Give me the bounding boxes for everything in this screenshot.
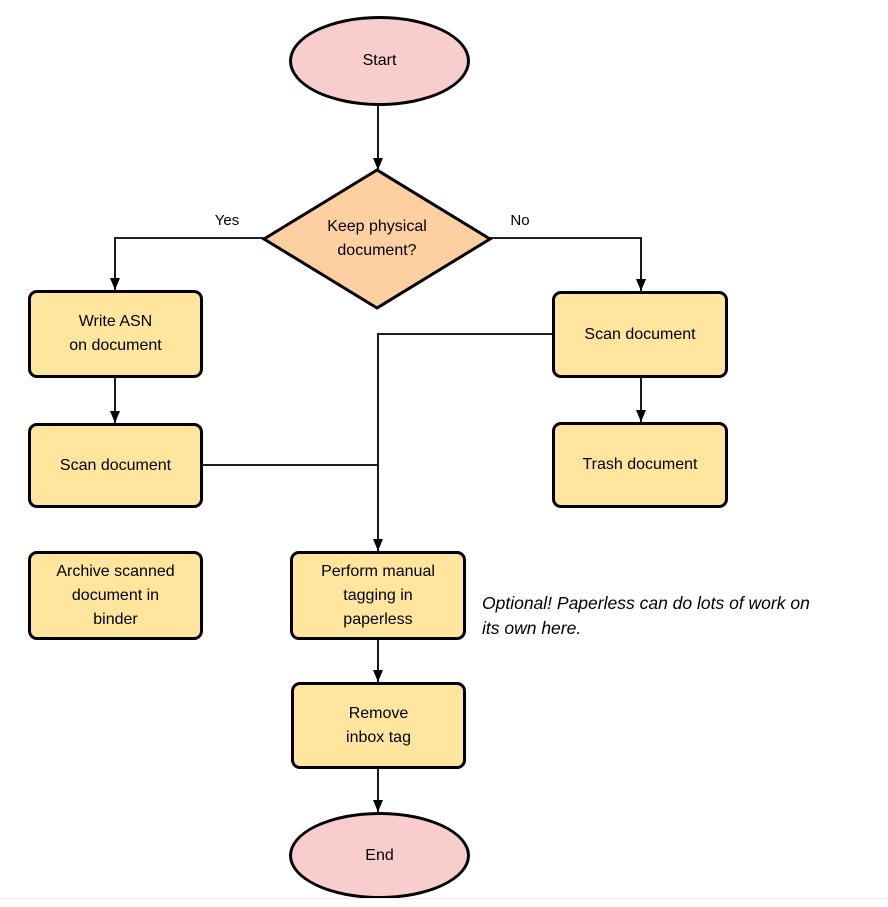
- node-remove-inbox: Remove inbox tag: [291, 682, 466, 769]
- edge-scan-right-to-tagging: [373, 333, 552, 551]
- node-scan-left-label: Scan document: [59, 456, 172, 474]
- node-write-asn-label: Write ASN on document: [69, 313, 162, 354]
- node-tagging-label: Perform manual tagging in paperless: [321, 562, 435, 628]
- edge-decision-no-to-scan-right: [490, 237, 646, 291]
- node-scan-right: Scan document: [552, 291, 728, 378]
- node-start: Start: [289, 16, 470, 106]
- edge-decision-yes-to-write-asn: [110, 237, 264, 290]
- node-write-asn: Write ASN on document: [28, 290, 203, 378]
- node-tagging: Perform manual tagging in paperless: [290, 551, 466, 640]
- node-trash-label: Trash document: [582, 456, 698, 473]
- node-archive-label: Archive scanned document in binder: [56, 562, 175, 628]
- node-scan-left: Scan document: [28, 423, 203, 508]
- node-end-label: End: [365, 846, 394, 864]
- node-start-label: Start: [362, 52, 397, 69]
- node-decision-label: Keep physical document?: [327, 218, 427, 259]
- node-trash: Trash document: [552, 422, 728, 508]
- node-end: End: [289, 812, 470, 899]
- annotation-note: Optional! Paperless can do lots of work …: [482, 593, 810, 638]
- node-remove-inbox-label: Remove inbox tag: [346, 704, 411, 746]
- node-decision-shape: [261, 168, 493, 310]
- node-archive: Archive scanned document in binder: [28, 551, 203, 640]
- page-bottom-edge: [0, 898, 888, 907]
- edge-label-no: No: [510, 212, 530, 229]
- node-scan-right-label: Scan document: [584, 325, 696, 343]
- edge-label-yes: Yes: [214, 212, 240, 229]
